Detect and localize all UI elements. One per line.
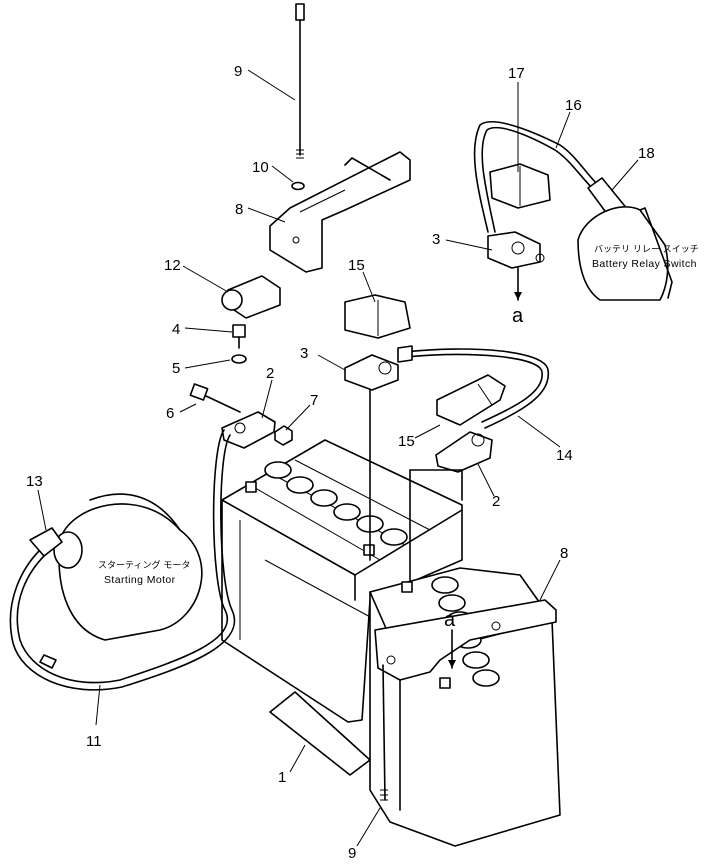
terminal-cap-17: [489, 163, 551, 209]
callout-6: 6: [166, 405, 174, 422]
callout-12: 12: [164, 257, 181, 274]
callout-3-top: 3: [432, 231, 440, 248]
relay-switch-label-en: Battery Relay Switch: [592, 258, 697, 270]
letter-a-bottom: a: [444, 609, 456, 631]
bolt-6: [189, 383, 241, 413]
terminal-cap-15-mid: [436, 374, 506, 426]
starting-motor: [53, 493, 203, 641]
callout-15-mid: 15: [398, 433, 415, 450]
cable-14: [397, 345, 550, 429]
cable-11: [9, 429, 236, 691]
bolt-4: [232, 324, 246, 349]
bracket-8-top: [269, 151, 411, 273]
callout-13: 13: [26, 473, 43, 490]
callout-2-right: 2: [492, 493, 500, 510]
washer-5: [231, 354, 247, 364]
plate-1: [269, 691, 371, 776]
callout-15-top: 15: [348, 257, 365, 274]
bracket-8-bottom: [374, 599, 557, 681]
callout-8-top: 8: [235, 201, 243, 218]
letter-a-top: a: [512, 305, 524, 327]
terminal-cap-15-top: [344, 294, 411, 339]
callout-16: 16: [565, 97, 582, 114]
callout-1: 1: [278, 769, 286, 786]
leader-lines: [37, 69, 639, 847]
boot-13: [29, 527, 63, 557]
battery-1-caps: [245, 461, 408, 556]
callout-7: 7: [310, 392, 318, 409]
callout-14: 14: [556, 447, 573, 464]
callout-17: 17: [508, 65, 525, 82]
starting-motor-label-en: Starting Motor: [104, 574, 176, 586]
relay-switch-label-jp: バッテリ リレー スイッチ: [594, 244, 699, 255]
callout-18: 18: [638, 145, 655, 162]
callout-4: 4: [172, 321, 180, 338]
callout-9-bottom: 9: [348, 845, 356, 862]
battery-relay-switch: [577, 206, 673, 301]
terminal-clamp-3-top: [487, 231, 545, 269]
callout-9-top: 9: [234, 63, 242, 80]
callout-3-mid: 3: [300, 345, 308, 362]
callout-11: 11: [86, 733, 102, 750]
rod-9-top: [295, 3, 305, 159]
terminal-clamp-3-mid: [344, 354, 399, 391]
rod-9-bottom: [380, 664, 388, 801]
callout-5: 5: [172, 360, 180, 377]
bracket-edge-line: [409, 469, 463, 501]
starting-motor-label-jp: スターティング モータ: [98, 559, 190, 571]
callout-8-bottom: 8: [560, 545, 568, 562]
nut-7: [274, 425, 293, 446]
terminal-cap-12: [221, 275, 281, 319]
callout-2-left: 2: [266, 365, 274, 382]
terminal-clamp-2-right: [435, 431, 493, 473]
callout-10: 10: [252, 159, 269, 176]
terminal-clamp-2-left: [221, 411, 276, 449]
cable-16: [473, 121, 599, 233]
washer-10: [291, 181, 305, 191]
